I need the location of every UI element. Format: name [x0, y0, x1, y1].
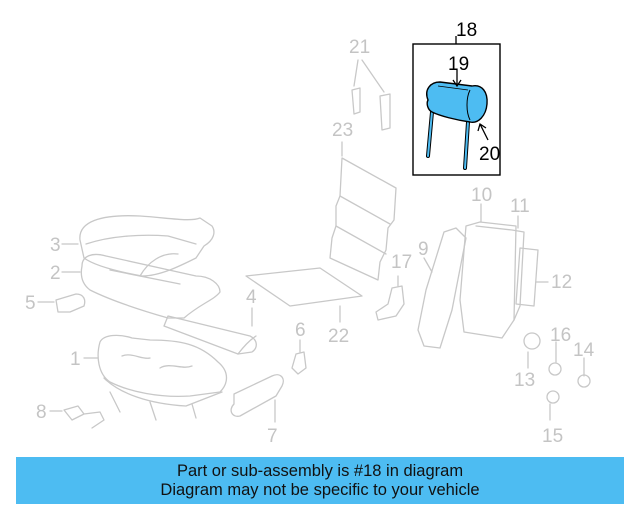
part-2-cushion-cover — [80, 253, 221, 319]
part-9-back-frame — [417, 227, 467, 349]
callout-8[interactable]: 8 — [36, 402, 47, 423]
callout-4[interactable]: 4 — [246, 287, 257, 308]
part-12-panel — [515, 247, 539, 307]
part-11-back-cover — [475, 225, 525, 321]
part-16-washer — [548, 362, 562, 376]
callout-2[interactable]: 2 — [50, 263, 61, 284]
seat-exploded-view — [37, 36, 591, 429]
parts-diagram: 1 2 3 4 5 6 7 8 9 10 11 12 13 14 15 16 1… — [25, 20, 595, 447]
callout-20[interactable]: 20 — [479, 144, 501, 165]
callout-11[interactable]: 11 — [510, 196, 530, 217]
callout-17[interactable]: 17 — [391, 252, 413, 273]
callout-14[interactable]: 14 — [573, 340, 595, 361]
part-17-cover — [375, 285, 405, 321]
part-3-cushion-pad — [79, 215, 215, 277]
part-1-seat-frame — [97, 334, 228, 421]
info-banner: Part or sub-assembly is #18 in diagram D… — [16, 457, 624, 504]
part-8-lever — [63, 405, 105, 429]
callout-22[interactable]: 22 — [328, 326, 350, 347]
callout-13[interactable]: 13 — [514, 370, 536, 391]
banner-line-disclaimer: Diagram may not be specific to your vehi… — [160, 480, 480, 499]
banner-line-part: Part or sub-assembly is #18 in diagram — [176, 461, 464, 480]
part-6-clip — [291, 351, 307, 375]
callout-12[interactable]: 12 — [551, 272, 573, 293]
part-10-back-pad — [459, 221, 517, 339]
part-4-bracket — [163, 315, 257, 355]
part-21-clips — [351, 87, 391, 131]
part-14-nut — [577, 374, 591, 388]
callout-3[interactable]: 3 — [50, 235, 61, 256]
part-18-headrest-group[interactable] — [412, 36, 501, 176]
callout-1[interactable]: 1 — [70, 349, 81, 370]
callout-5[interactable]: 5 — [25, 293, 36, 314]
callout-7[interactable]: 7 — [267, 426, 278, 447]
callout-19[interactable]: 19 — [448, 54, 470, 75]
part-5-clip — [55, 293, 86, 313]
callout-10[interactable]: 10 — [471, 185, 493, 206]
part-7-cover — [230, 374, 284, 417]
callout-21[interactable]: 21 — [349, 37, 371, 58]
callout-15[interactable]: 15 — [542, 426, 564, 447]
callout-18[interactable]: 18 — [456, 20, 478, 41]
part-13-knob — [523, 332, 541, 350]
part-15-ring — [546, 390, 560, 404]
callout-6[interactable]: 6 — [295, 320, 306, 341]
part-23-back-panel — [329, 157, 397, 281]
callout-23[interactable]: 23 — [332, 120, 354, 141]
callout-16[interactable]: 16 — [550, 325, 572, 346]
headrest-icon — [426, 81, 488, 170]
callout-9[interactable]: 9 — [418, 239, 429, 260]
part-22-panel — [245, 267, 363, 307]
